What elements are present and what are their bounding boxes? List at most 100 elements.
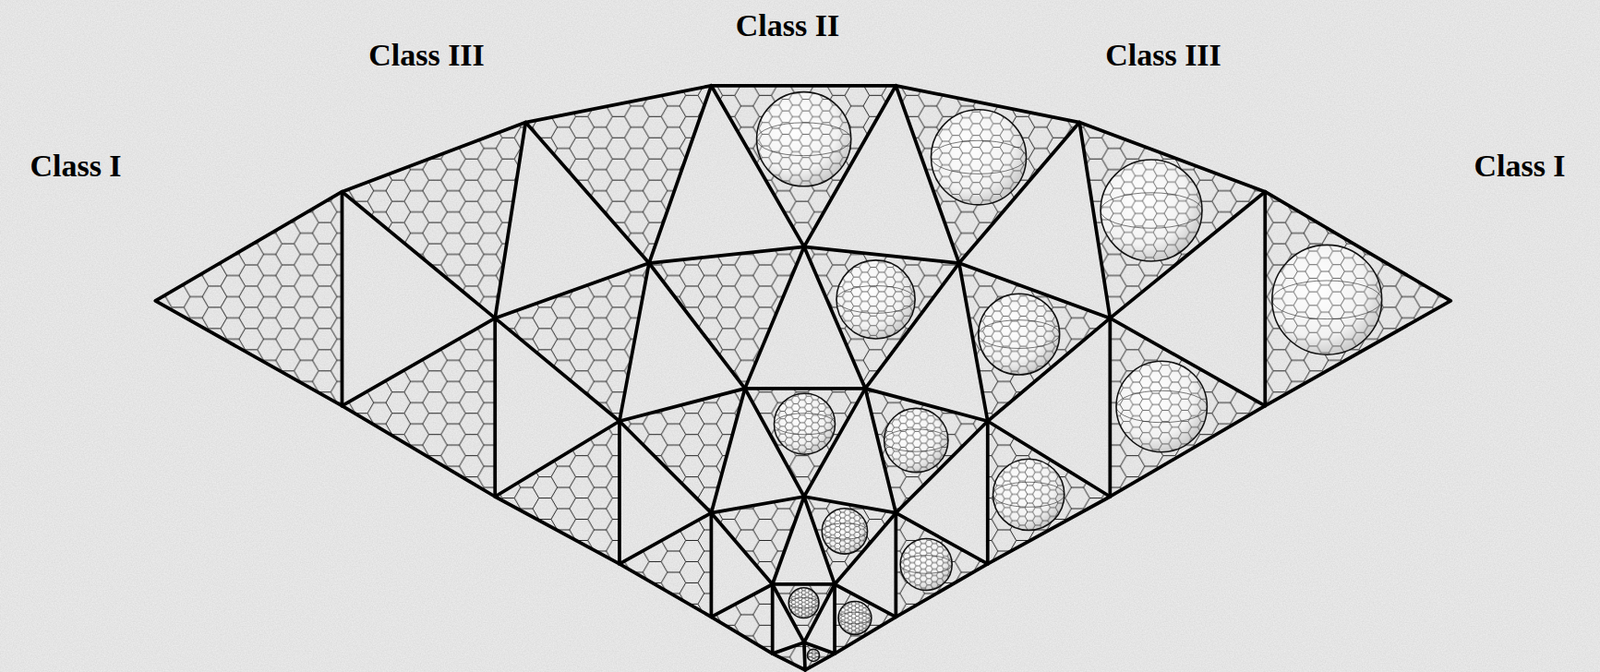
ball-ring — [1100, 192, 1203, 229]
ball-outline — [773, 393, 835, 455]
ball-ring — [1272, 280, 1383, 320]
grid-line — [770, 584, 775, 654]
ball-cages — [900, 538, 952, 590]
ball-outline — [838, 601, 872, 636]
ball-body — [993, 458, 1065, 530]
ball-cages — [1272, 244, 1383, 355]
ball-outline — [978, 293, 1060, 375]
class-label: Class I — [29, 148, 121, 183]
grid-line — [155, 85, 1451, 301]
ball-body — [806, 649, 819, 662]
ball-outline — [1116, 360, 1207, 452]
grid-line — [525, 122, 650, 264]
ball-ring — [836, 286, 915, 314]
grid-line — [155, 300, 342, 407]
grid-line — [619, 564, 711, 617]
ball-body — [838, 601, 872, 636]
ball-outline — [993, 458, 1065, 530]
ball-cages — [788, 588, 819, 619]
grid-line — [341, 406, 495, 497]
grid-line — [986, 421, 990, 565]
grid-line — [710, 616, 772, 654]
grid-line — [772, 496, 805, 585]
ball-ring — [900, 555, 952, 575]
fullerene-ball — [884, 408, 949, 472]
ball-ring — [773, 413, 835, 435]
ball-body — [757, 92, 852, 187]
ball-ring — [838, 612, 872, 625]
fullerene-ball — [821, 508, 867, 554]
grid-line — [617, 421, 622, 565]
ball-cages — [930, 109, 1026, 205]
ball-outline — [821, 508, 867, 554]
grid-line — [745, 246, 805, 389]
ball-cages — [836, 260, 915, 339]
ball-outline — [836, 260, 915, 339]
fullerene-ball — [1272, 244, 1383, 355]
grid-line — [619, 263, 650, 422]
ball-cages — [1116, 360, 1207, 452]
ball-cages — [806, 649, 819, 662]
grid-line — [494, 122, 526, 319]
ball-outline — [930, 109, 1026, 205]
grid-line — [710, 513, 772, 585]
grid-line — [494, 496, 620, 565]
ball-outline — [1272, 244, 1383, 355]
ball-outline — [757, 92, 852, 187]
ball-ring — [806, 653, 819, 659]
grid-line — [893, 513, 898, 618]
class-label: Class I — [1473, 148, 1565, 183]
ball-cages — [884, 408, 949, 472]
ball-outline — [900, 538, 952, 590]
ball-body — [1100, 159, 1203, 262]
ball-ring — [757, 122, 852, 157]
ball-body — [930, 109, 1026, 205]
ball-outline — [1100, 159, 1203, 262]
ball-ring — [930, 140, 1026, 174]
ball-ring — [978, 320, 1060, 349]
fullerene-ball — [806, 649, 819, 662]
grid-line — [804, 642, 806, 671]
fullerene-ball — [900, 538, 952, 590]
fan-grid — [155, 85, 1451, 671]
fullerene-ball — [930, 109, 1026, 205]
class-label: Class III — [1105, 37, 1222, 73]
ball-cages — [1100, 159, 1203, 262]
grid-line — [493, 318, 497, 497]
grid-line — [709, 513, 714, 618]
grid-line — [649, 263, 746, 389]
ball-ring — [884, 429, 949, 452]
grid-line — [494, 318, 620, 422]
ball-body — [773, 393, 835, 455]
ball-cages — [773, 393, 835, 455]
grid-line — [1107, 318, 1112, 497]
ball-body — [1272, 244, 1383, 355]
fullerene-ball — [836, 260, 915, 339]
grid-line — [619, 421, 711, 513]
grid-line — [649, 85, 711, 264]
fullerene-ball — [993, 458, 1065, 530]
ball-outline — [788, 588, 819, 619]
ball-outline — [806, 649, 819, 662]
fullerenes — [757, 92, 1383, 662]
ball-ring — [788, 597, 819, 608]
ball-ring — [1116, 390, 1207, 422]
